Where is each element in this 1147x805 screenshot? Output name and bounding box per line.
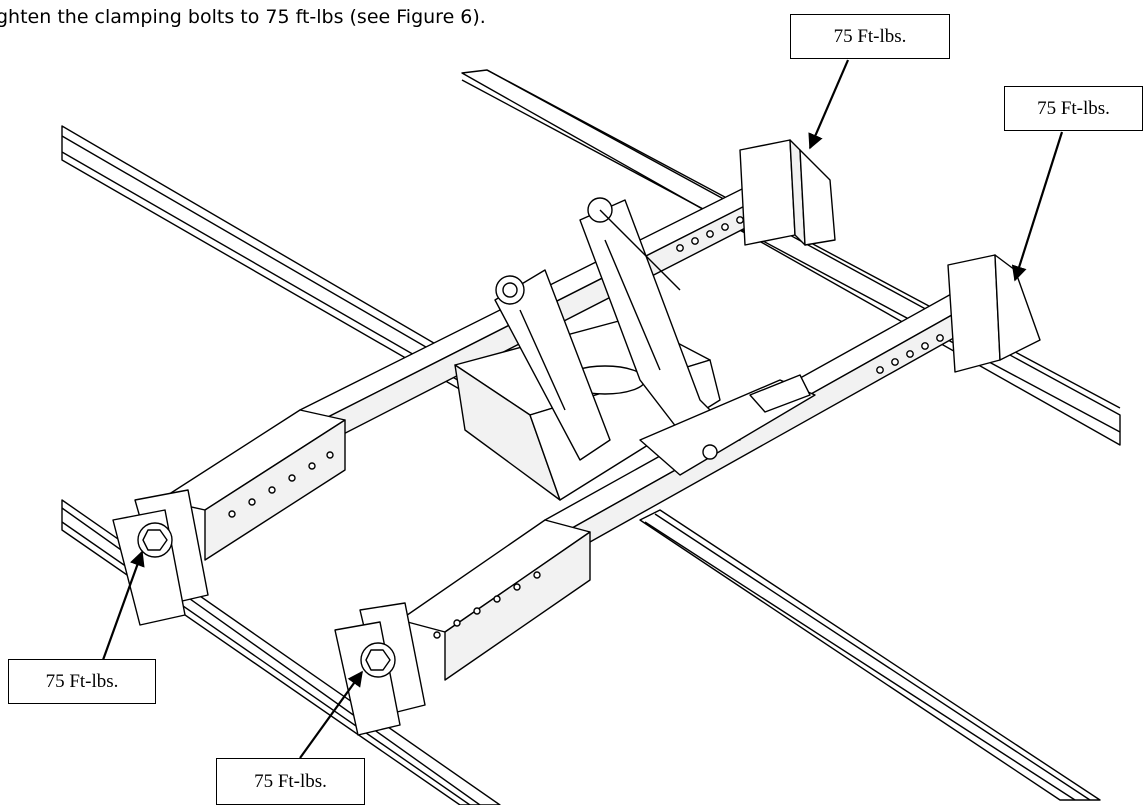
clamp-bottom-center: [334, 602, 426, 736]
leader-arrows: [101, 59, 1064, 759]
torque-callout-bottom-left: 75 Ft-lbs.: [8, 659, 156, 704]
torque-callout-top-right: 75 Ft-lbs.: [1004, 86, 1143, 131]
clamp-top-right: [947, 254, 1041, 373]
clamp-bottom-left: [112, 489, 209, 626]
rail-bottom-right: [639, 509, 1101, 801]
leader-arrow-top-right: [1011, 131, 1064, 282]
leader-arrow-bottom-center: [299, 670, 363, 759]
instruction-text: ghten the clamping bolts to 75 ft-lbs (s…: [0, 6, 486, 28]
leader-arrow-bottom-left: [101, 550, 145, 661]
latch-plate: [639, 374, 816, 476]
left-bracket: [494, 269, 611, 461]
front-right-tube: [399, 519, 591, 681]
torque-callout-top-center: 75 Ft-lbs.: [790, 14, 950, 59]
clamp-top-center: [739, 139, 836, 246]
leader-arrow-top-center: [808, 59, 850, 150]
front-left-tube: [159, 409, 346, 561]
torque-callout-bottom-center: 75 Ft-lbs.: [216, 758, 365, 805]
